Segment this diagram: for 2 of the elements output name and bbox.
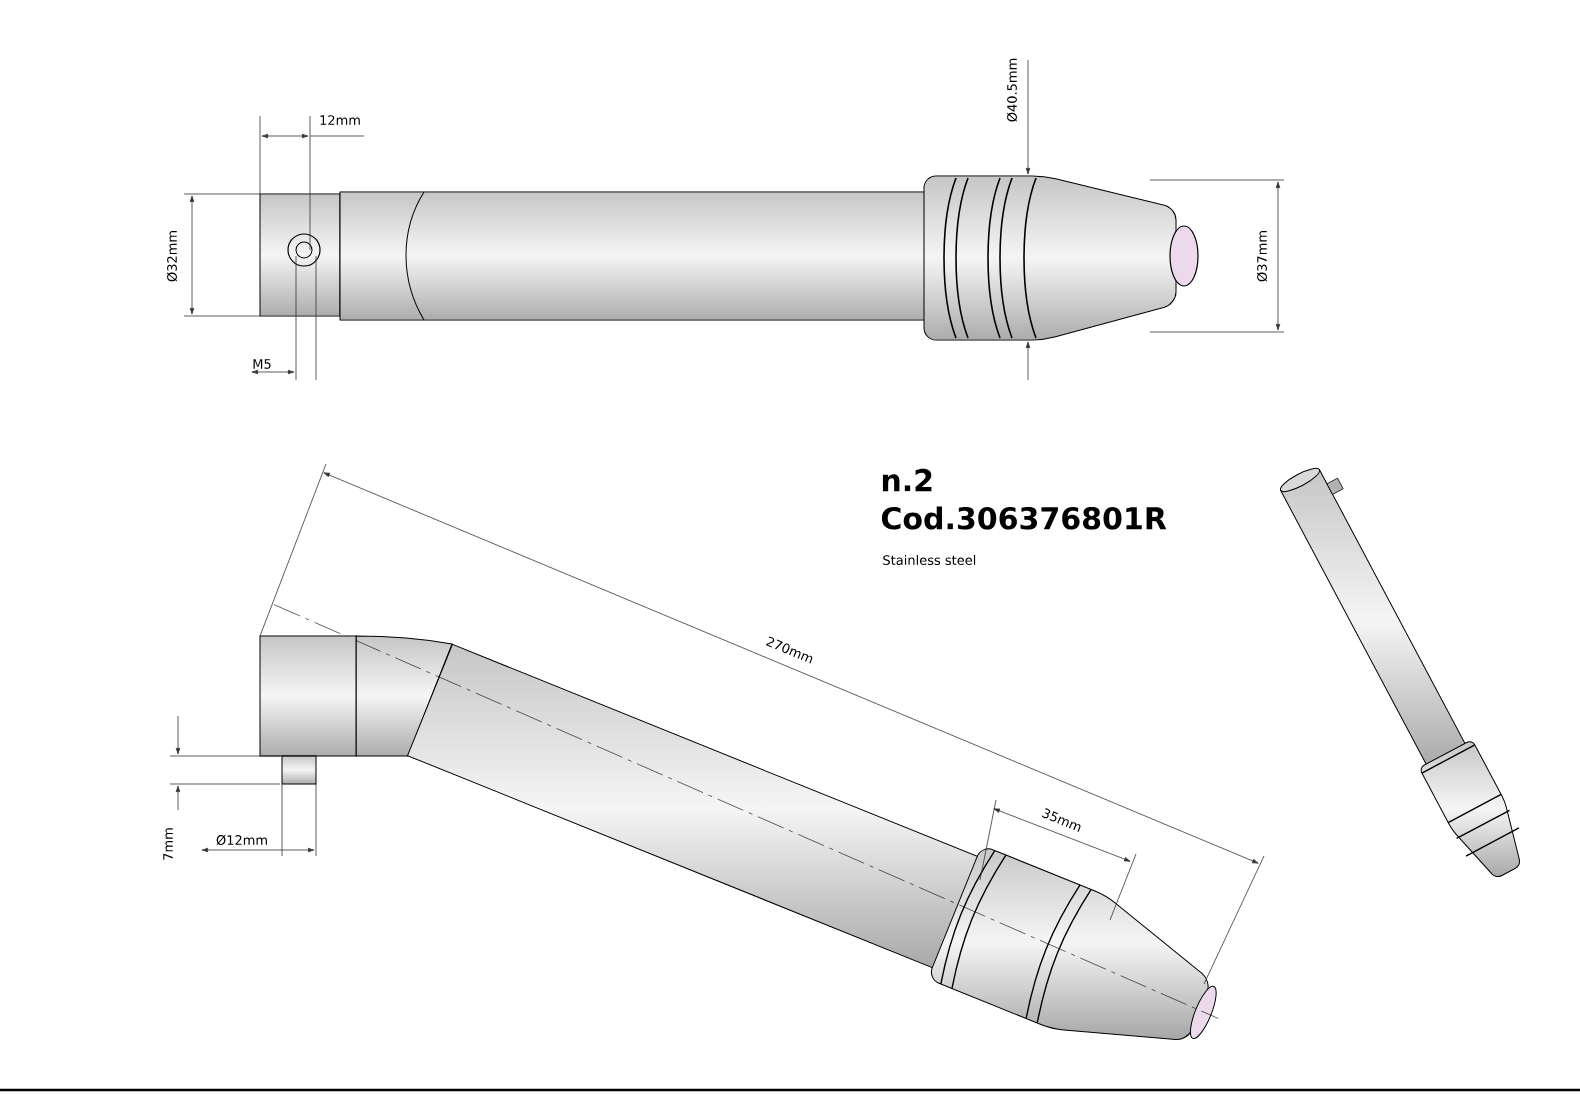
part-code: n.2 (882, 468, 932, 492)
part-code: Cod.306376801R (881, 506, 1167, 530)
